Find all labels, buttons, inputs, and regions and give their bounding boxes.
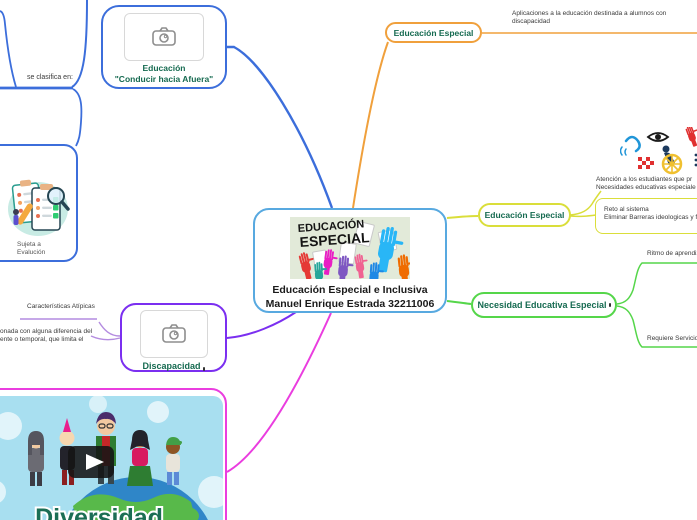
- branch-line-purple: [226, 311, 297, 339]
- branch-line-yellow: [446, 215, 479, 219]
- image-title-line1: EDUCACIÓN: [297, 217, 364, 235]
- discapacidad-label: Discapacidad: [142, 361, 201, 371]
- image-placeholder[interactable]: [124, 13, 204, 61]
- caracteristicas-desc-line2: ente o temporal, que limita el: [0, 336, 84, 343]
- reto-line1: Reto al sistema: [604, 206, 649, 213]
- center-topic-node[interactable]: EDUCACIÓN ESPECIAL Educación Especial e …: [253, 208, 447, 313]
- node-sujeta-evaluacion[interactable]: Sujeta a Evalución: [0, 144, 78, 262]
- evaluacion-caption-line2: Evalución: [17, 249, 46, 256]
- branch-line-to-clipboard: [72, 88, 83, 147]
- caracteristicas-desc-line1: onada con alguna diferencia del: [0, 328, 93, 335]
- attachment-indicator: [202, 367, 205, 371]
- note-aplicaciones: Aplicaciones a la educación destinada a …: [512, 10, 687, 26]
- accessibility-illustration: [620, 127, 697, 175]
- image-placeholder[interactable]: [139, 310, 208, 358]
- image-title-line2: ESPECIAL: [299, 229, 370, 250]
- node-discapacidad[interactable]: Discapacidad: [120, 303, 227, 372]
- educacion-especial-image: EDUCACIÓN ESPECIAL: [290, 217, 410, 279]
- note-requiere: Requiere Servicios: [647, 335, 697, 342]
- diversidad-caption: Diversidad: [35, 504, 163, 520]
- reto-text: Reto al sistema Eliminar Barreras ideolo…: [604, 206, 697, 222]
- green-bracket-down: [616, 305, 697, 348]
- atencion-line2: Necesidades educativas especiale: [596, 184, 696, 191]
- yellow-bracket-down: [569, 214, 597, 218]
- note-ritmo: Ritmo de aprendiza: [647, 250, 697, 257]
- branch-line-topleft: [0, 10, 17, 88]
- branch-line-conducir: [225, 45, 334, 209]
- caracteristicas-description: onada con alguna diferencia del ente o t…: [0, 328, 94, 344]
- aplicaciones-line2: discapacidad: [512, 18, 550, 25]
- edu-especial-top-label: Educación Especial: [393, 27, 474, 38]
- yellow-bracket-up: [569, 190, 602, 216]
- note-atencion: Atención a los estudiantes que pr Necesi…: [596, 176, 697, 192]
- conducir-label-line2: "Conducir hacia Afuera": [114, 74, 214, 84]
- evaluation-illustration: [8, 179, 70, 236]
- branch-line-green: [446, 300, 472, 305]
- play-icon: [86, 454, 104, 470]
- play-button[interactable]: [68, 446, 114, 478]
- node-video-diversidad[interactable]: Diversidad: [0, 388, 227, 520]
- edu-especial-mid-label: Educación Especial: [484, 210, 565, 220]
- purple-bracket-down: [90, 335, 121, 341]
- camera-icon: [152, 27, 176, 46]
- camera-icon: [161, 324, 186, 343]
- evaluacion-caption-line1: Sujeta a: [17, 241, 41, 248]
- aplicaciones-line1: Aplicaciones a la educación destinada a …: [512, 10, 667, 17]
- center-title-line1: Educación Especial e Inclusiva: [272, 284, 428, 296]
- branch-line-orange: [352, 41, 389, 209]
- branch-label-se-clasifica: se clasifica en:: [27, 74, 73, 81]
- branch-line-top-edge: [71, 0, 88, 88]
- label-caracteristicas-atipicas: Características Atípicas: [27, 303, 95, 310]
- branch-line-pink: [226, 312, 332, 473]
- node-necesidad-educativa[interactable]: Necesidad Educativa Especial: [471, 292, 617, 318]
- node-educacion-conducir[interactable]: Educación "Conducir hacia Afuera": [101, 5, 227, 89]
- video-thumbnail[interactable]: Diversidad: [0, 396, 223, 520]
- node-reto-al-sistema[interactable]: Reto al sistema Eliminar Barreras ideolo…: [595, 198, 697, 234]
- necesidad-label: Necesidad Educativa Especial: [477, 300, 607, 310]
- attachment-indicator: [608, 303, 611, 307]
- node-educacion-especial-top[interactable]: Educación Especial: [385, 22, 482, 43]
- conducir-label-line1: Educación: [142, 63, 186, 73]
- purple-bracket-up: [98, 321, 121, 337]
- node-educacion-especial-mid[interactable]: Educación Especial: [478, 203, 571, 227]
- green-bracket-up: [616, 262, 697, 305]
- reto-line2: Eliminar Barreras ideologicas y fi: [604, 214, 697, 221]
- center-title-line2: Manuel Enrique Estrada 32211006: [265, 298, 435, 310]
- atencion-line1: Atención a los estudiantes que pr: [596, 176, 693, 183]
